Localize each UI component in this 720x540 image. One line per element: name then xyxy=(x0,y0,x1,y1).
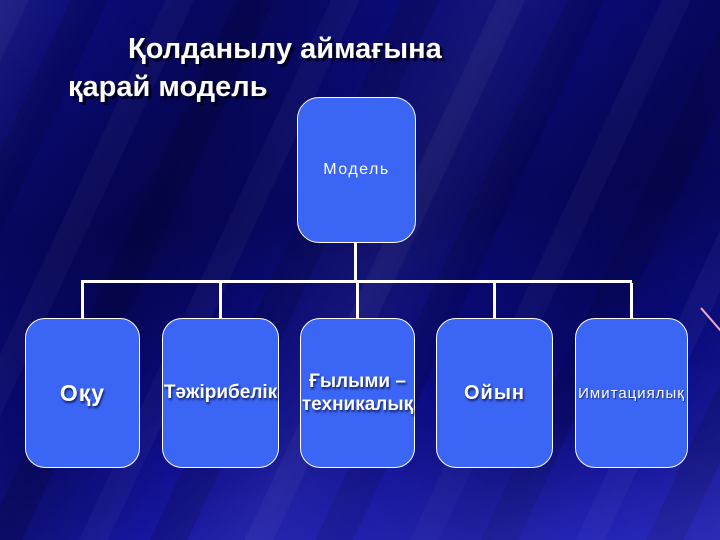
slide-title-line2: қарай модель xyxy=(68,71,268,103)
node-tazhiribelik-label: Тәжірибелік xyxy=(163,382,278,403)
node-model: Модель xyxy=(297,97,416,243)
node-imitatsiyalyq-label: Имитациялық xyxy=(578,384,685,402)
connector-root-stub xyxy=(354,243,357,281)
pink-accent-line xyxy=(700,307,720,339)
connector-drop-4 xyxy=(493,283,496,318)
node-imitatsiyalyq: Имитациялық xyxy=(575,318,688,468)
node-oqu: Оқу xyxy=(25,318,140,468)
connector-drop-1 xyxy=(81,283,84,318)
node-tazhiribelik: Тәжірибелік xyxy=(162,318,279,468)
node-oiyn-label: Ойын xyxy=(463,381,525,404)
connector-drop-2 xyxy=(219,283,222,318)
node-model-label: Модель xyxy=(323,161,390,178)
slide-title-line1: Қолданылу аймағына xyxy=(128,33,442,65)
node-oqu-label: Оқу xyxy=(59,379,106,406)
connector-horizontal xyxy=(81,280,632,283)
node-gylymi-label-line1: Ғылыми – xyxy=(309,371,406,392)
node-gylymi-label-line2: техникалық xyxy=(301,394,414,415)
node-oiyn: Ойын xyxy=(436,318,553,468)
connector-drop-5 xyxy=(630,283,633,318)
slide-title: Қолданылу аймағына қарай модель xyxy=(68,30,668,106)
connector-drop-3 xyxy=(356,283,359,318)
node-gylymi-tekhnikalyq: Ғылыми – техникалық xyxy=(300,318,415,468)
